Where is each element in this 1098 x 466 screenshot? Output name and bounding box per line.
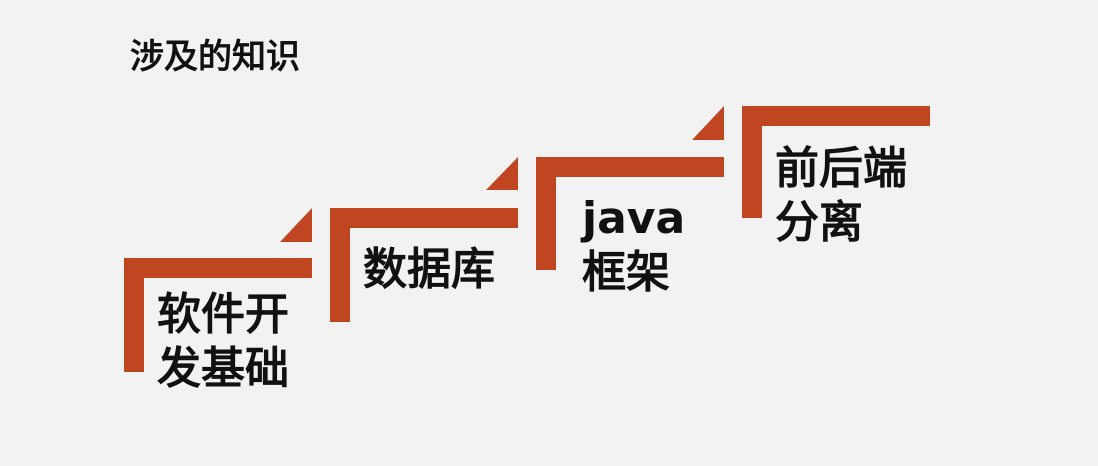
step-2-bracket	[330, 157, 518, 322]
step-3-label: java 框架	[582, 192, 685, 300]
step-4-label: 前后端 分离	[775, 142, 907, 250]
step-3-line-1: java	[582, 193, 686, 244]
step-4-bracket	[742, 106, 930, 218]
step-1-bracket	[124, 208, 312, 372]
step-3-bracket	[536, 106, 724, 270]
step-1-line-2: 发基础	[157, 343, 289, 394]
page-title: 涉及的知识	[130, 37, 300, 77]
step-2-line-1: 数据库	[363, 244, 495, 295]
step-4-line-1: 前后端	[775, 143, 907, 194]
step-1-label: 软件开 发基础	[157, 288, 289, 396]
step-4-line-2: 分离	[775, 197, 863, 248]
step-3-line-2: 框架	[582, 247, 670, 298]
step-2-label: 数据库	[363, 243, 495, 297]
step-1-line-1: 软件开	[157, 289, 289, 340]
